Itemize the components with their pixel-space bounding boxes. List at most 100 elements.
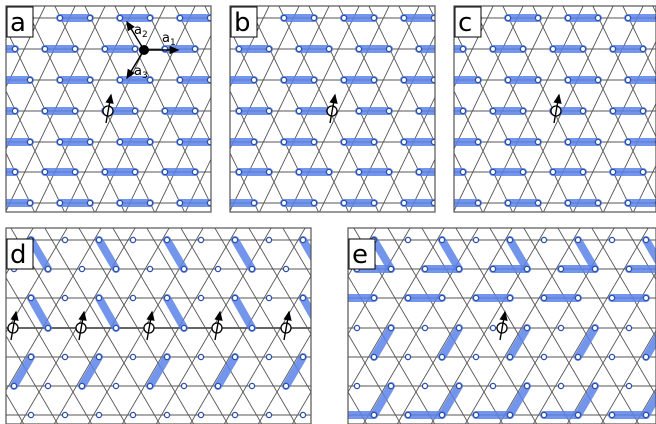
lattice-site (523, 324, 531, 332)
lattice-site (504, 76, 512, 84)
lattice-line (348, 228, 445, 393)
dimer (306, 328, 323, 357)
lattice-site (387, 324, 395, 332)
lattice-site (421, 324, 429, 332)
lattice-site (564, 199, 572, 207)
lattice-site (86, 138, 94, 146)
lattice-site (280, 14, 288, 22)
lattice-site (161, 45, 169, 53)
lattice-line (0, 218, 5, 424)
dimer (642, 332, 656, 361)
lattice-site (86, 76, 94, 84)
lattice-site (608, 236, 616, 244)
lattice-site (564, 76, 572, 84)
lattice-site (95, 411, 103, 419)
lattice-site (385, 107, 393, 115)
lattice-site (206, 199, 211, 207)
lattice-site (400, 138, 408, 146)
lattice-site (639, 168, 647, 176)
lattice-site (299, 353, 307, 361)
lattice-site (44, 324, 52, 332)
panel-label-c: c (458, 8, 472, 38)
lattice-site (197, 294, 205, 302)
vacancy-sites (550, 93, 562, 124)
lattice-site (370, 411, 378, 419)
lattice-site (56, 138, 64, 146)
lattice-site (370, 199, 378, 207)
lattice-site (455, 324, 463, 332)
lattice-site (400, 199, 408, 207)
lattice-site (557, 382, 565, 390)
lattice-site (489, 107, 497, 115)
lattice-site (355, 168, 363, 176)
lattice-line (396, 228, 513, 424)
lattice-site (404, 411, 412, 419)
lattice-site (557, 324, 565, 332)
panel-label-e-box: e (348, 238, 376, 270)
dimer (370, 382, 395, 419)
lattice-site (191, 107, 199, 115)
lattice-site (235, 107, 243, 115)
lattice-site (370, 76, 378, 84)
lattice-line (6, 6, 76, 150)
lattice-site (56, 14, 64, 22)
lattice-site (41, 45, 49, 53)
lattice-line (291, 391, 311, 424)
lattice-site (310, 138, 318, 146)
lattice-site (11, 168, 19, 176)
lattice-line (6, 276, 93, 424)
lattice-line (454, 152, 484, 212)
dimer (95, 236, 120, 273)
lattice-site (455, 265, 463, 273)
lattice-site (295, 45, 303, 53)
lattice-site (415, 168, 423, 176)
lattice-site (280, 76, 288, 84)
vacancy-sites (326, 93, 338, 124)
lattice-site (112, 324, 120, 332)
lattice-line (214, 228, 311, 393)
dimers (230, 14, 435, 207)
lattice-site (574, 236, 582, 244)
vector-a2-label: a2 (134, 23, 148, 40)
panel-frame (229, 5, 436, 213)
lattice-line (44, 228, 161, 424)
panel-e (306, 227, 656, 424)
lattice-site (265, 411, 273, 419)
lattice-line (6, 392, 25, 424)
lattice-line (174, 6, 211, 82)
lattice-site (250, 199, 258, 207)
panel-label-d: d (10, 240, 27, 270)
dimer (438, 382, 463, 419)
lattice-site (579, 168, 587, 176)
spin-arrow (329, 93, 338, 124)
dimer (10, 353, 35, 390)
lattice-line (6, 334, 59, 424)
lattice-line (464, 228, 581, 424)
lattice-line (622, 6, 656, 76)
lattice-line (348, 228, 411, 335)
dimer (574, 324, 599, 361)
lattice-site (129, 353, 137, 361)
lattice-site (430, 138, 435, 146)
lattice-site (101, 168, 109, 176)
lattice-site (235, 168, 243, 176)
lattice-site (430, 14, 435, 22)
lattice-site (594, 76, 602, 84)
lattice-site (594, 14, 602, 22)
lattice-site (299, 411, 307, 419)
lattice-site (11, 45, 19, 53)
lattice-site (421, 265, 429, 273)
lattice-site (26, 76, 34, 84)
spin-arrow (553, 93, 562, 124)
dimer (78, 353, 103, 390)
lattice-site (197, 411, 205, 419)
lattice-site (400, 14, 408, 22)
lattice-site (564, 14, 572, 22)
lattice-line (387, 228, 504, 424)
lattice-line (0, 0, 4, 222)
lattice-line (408, 158, 435, 212)
spin-arrow (105, 93, 114, 124)
lattice-site (310, 199, 318, 207)
lattice-site (534, 14, 542, 22)
lattice-site (129, 236, 137, 244)
